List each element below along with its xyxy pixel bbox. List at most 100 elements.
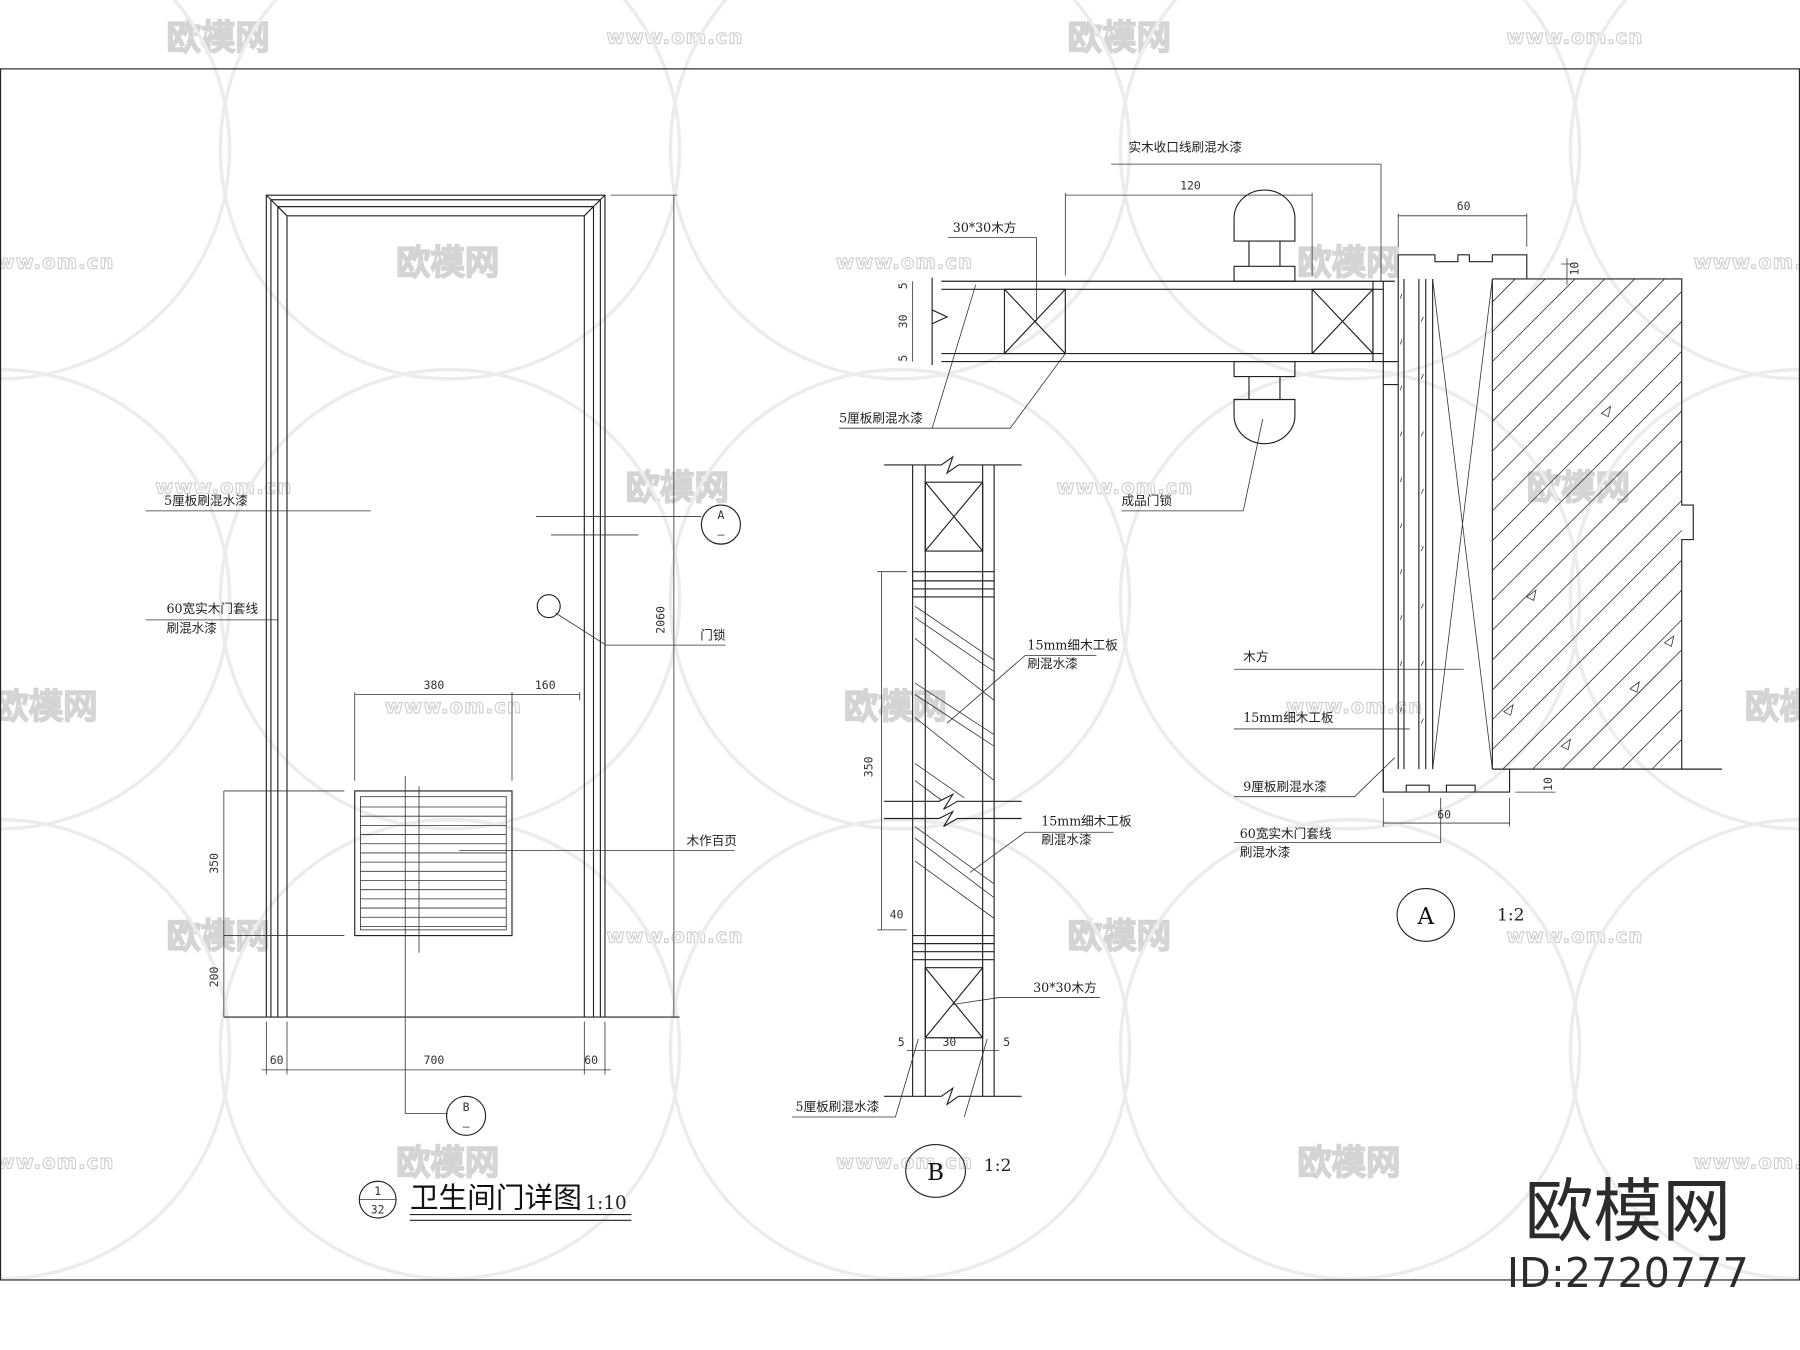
label-casing-2: 刷混水漆 — [166, 621, 217, 636]
hatch-line — [1492, 278, 1606, 392]
svg-text:30: 30 — [896, 314, 910, 328]
svg-text:60: 60 — [584, 1053, 598, 1067]
svg-text:160: 160 — [535, 678, 556, 692]
detail-a-section: 120 5 30 5 实木收口线刷混水漆 30*30木方 5厘板刷混水漆 成品门… — [839, 140, 1722, 942]
svg-text:10: 10 — [1541, 777, 1555, 791]
watermark-arc — [1118, 367, 1582, 831]
hatch-line — [1492, 278, 1665, 452]
hatch-line — [1492, 559, 1683, 750]
watermark-logo: 欧模网 — [1068, 917, 1171, 957]
watermark-layer: 欧模网欧模网欧模网欧模网欧模网欧模网欧模网欧模网欧模网欧模网欧模网欧模网欧模网w… — [0, 0, 1800, 1281]
lockset — [1233, 189, 1296, 445]
label-board-1: 15mm细木工板 — [1027, 638, 1118, 653]
svg-text:5: 5 — [896, 282, 910, 289]
svg-text:120: 120 — [1180, 178, 1201, 192]
hatch-line — [1492, 278, 1546, 333]
hatch-line — [1492, 380, 1683, 571]
svg-text:5: 5 — [896, 355, 910, 362]
hatch-line — [1492, 440, 1683, 631]
watermark-arc — [0, 817, 232, 1281]
watermark-arc — [1118, 0, 1582, 381]
watermark-arc — [668, 0, 1132, 381]
watermark-url: www.om.cn — [836, 1151, 973, 1174]
detail-b-section: 350 40 5 30 5 15mm细木工板 刷混水漆 15mm细木工板 刷混水… — [792, 455, 1132, 1198]
hatch-line — [1492, 470, 1683, 661]
svg-text:700: 700 — [424, 1053, 445, 1067]
watermark-arc — [218, 367, 682, 831]
svg-text:60: 60 — [1437, 807, 1451, 821]
svg-text:—: — — [717, 527, 724, 541]
section-mark-b: B — — [445, 1095, 487, 1136]
hatch-line — [1562, 649, 1683, 770]
sheet-border — [0, 68, 1800, 1281]
watermark-arc — [1118, 817, 1582, 1281]
label-wood: 木方 — [1243, 649, 1268, 664]
watermark-url: www.om.cn — [606, 924, 743, 947]
aggregate-mark — [1560, 738, 1572, 751]
drawing-title: 1 32 卫生间门详图 1:10 — [358, 1181, 632, 1221]
watermark-arc — [0, 0, 232, 381]
aggregate-mark — [1629, 680, 1640, 693]
watermark-arc — [218, 0, 682, 381]
svg-text:5: 5 — [1003, 1035, 1010, 1049]
aggregate-mark — [1526, 589, 1537, 601]
watermark-url: www.om.cn — [1056, 476, 1193, 499]
hatch-line — [1532, 619, 1683, 770]
watermark-url: www.om.cn — [1506, 26, 1643, 49]
svg-text:1:10: 1:10 — [585, 1193, 626, 1214]
watermark-logo: 欧模网 — [844, 688, 947, 728]
svg-text:卫生间门详图: 卫生间门详图 — [410, 1181, 582, 1215]
label-louver: 木作百页 — [686, 833, 736, 848]
svg-text:1:2: 1:2 — [984, 1156, 1012, 1176]
label-board-a: 15mm细木工板 — [1243, 710, 1334, 725]
watermark-arc — [0, 367, 232, 831]
aggregate-mark — [1663, 634, 1675, 647]
svg-text:—: — — [463, 1120, 470, 1134]
watermark-url: www.om.cn — [1694, 251, 1800, 274]
svg-text:A: A — [1416, 904, 1434, 930]
svg-text:350: 350 — [861, 756, 875, 777]
svg-text:1: 1 — [374, 1184, 381, 1198]
svg-text:40: 40 — [890, 907, 904, 921]
hatch-line — [1492, 530, 1683, 721]
label-casing-a: 60宽实木门套线 — [1240, 826, 1332, 841]
watermark-logo: 欧模网 — [1297, 1143, 1400, 1183]
hatch-line — [1492, 278, 1635, 422]
hatch-line — [1502, 589, 1683, 770]
label-batten: 30*30木方 — [1033, 980, 1097, 995]
asset-id: ID:2720777 — [1507, 1249, 1749, 1297]
hatch-line — [1492, 321, 1683, 512]
label-lockset: 成品门锁 — [1122, 493, 1173, 508]
section-mark-a: A — — [700, 504, 742, 545]
concrete-hatch — [1492, 278, 1683, 770]
label-ply9: 9厘板刷混水漆 — [1243, 779, 1327, 794]
label-batten-a: 30*30木方 — [953, 220, 1017, 235]
svg-text:60: 60 — [270, 1053, 284, 1067]
label-lock: 门锁 — [700, 627, 726, 642]
label-ply-a: 5厘板刷混水漆 — [839, 410, 923, 425]
watermark-url: www.om.cn — [0, 1151, 114, 1174]
watermark-arc — [1568, 0, 1800, 381]
svg-text:刷混水漆: 刷混水漆 — [1027, 656, 1078, 671]
watermark-arc — [668, 367, 1132, 831]
svg-text:30: 30 — [942, 1035, 956, 1049]
hatch-line — [1651, 739, 1683, 770]
svg-text:B: B — [927, 1160, 944, 1186]
svg-text:10: 10 — [1567, 262, 1581, 276]
hatch-line — [1591, 679, 1683, 770]
label-trim: 实木收口线刷混水漆 — [1128, 140, 1242, 155]
watermark-logo: 欧模网 — [0, 688, 98, 728]
brand-logo: 欧模网 — [1525, 1172, 1732, 1252]
label-panel: 5厘板刷混水漆 — [164, 493, 248, 508]
label-board-2: 15mm细木工板 — [1041, 813, 1132, 828]
dim-height: 2060 — [654, 606, 668, 634]
watermark-url: www.om.cn — [0, 251, 114, 274]
hatch-line — [1492, 278, 1576, 362]
hatch-line — [1621, 709, 1683, 770]
hatch-line — [1492, 278, 1516, 303]
watermark-url: www.om.cn — [606, 26, 743, 49]
aggregate-mark — [1503, 703, 1514, 716]
watermark-logo: 欧模网 — [1745, 688, 1800, 728]
svg-text:350: 350 — [207, 853, 221, 874]
